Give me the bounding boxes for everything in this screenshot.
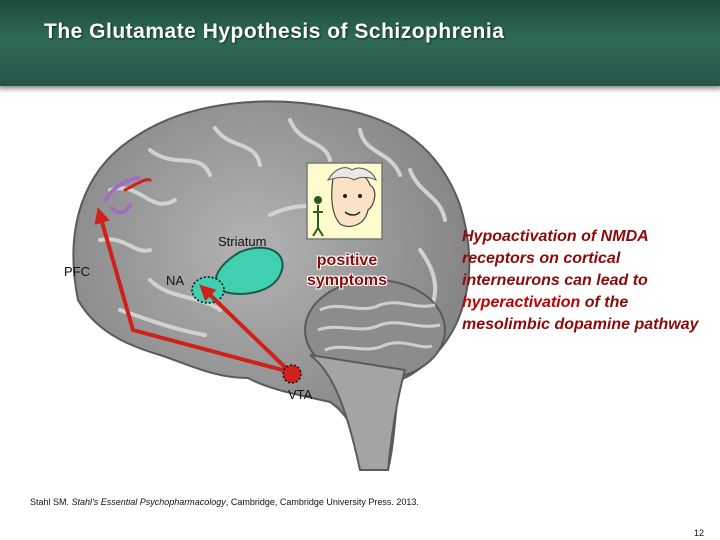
cerebellum-folds [317,301,441,352]
na-label: NA [166,273,185,288]
explanation-highlight: hyperactivation [462,294,581,311]
na-oval [191,276,225,304]
face-icon [306,162,383,240]
explanation-part-1: Hypoactivation of NMDA receptors on cort… [462,228,649,289]
citation-prefix: Stahl SM. [30,497,72,507]
explanation-text: Hypoactivation of NMDA receptors on cort… [462,226,702,336]
vta-neuron [282,364,302,384]
header-shadow [0,86,720,94]
striatum-shape [214,246,284,295]
striatum-label: Striatum [218,234,267,249]
citation-suffix: , Cambridge, Cambridge University Press.… [225,497,419,507]
positive-symptoms-label: positive symptoms [306,252,388,289]
brainstem [309,354,407,471]
vta-label: VTA [288,387,313,402]
pfc-neuron-icon [104,176,152,215]
pfc-label: PFC [64,264,90,279]
page-title: The Glutamate Hypothesis of Schizophreni… [44,20,505,43]
dopamine-pathway [94,207,292,374]
header-bar: The Glutamate Hypothesis of Schizophreni… [0,0,720,86]
explanation-part-2: of the mesolimbic dopamine pathway [462,294,699,333]
citation: Stahl SM. Stahl's Essential Psychopharma… [30,497,419,507]
page-number: 12 [693,528,704,538]
citation-book-title: Stahl's Essential Psychopharmacology [71,497,226,507]
